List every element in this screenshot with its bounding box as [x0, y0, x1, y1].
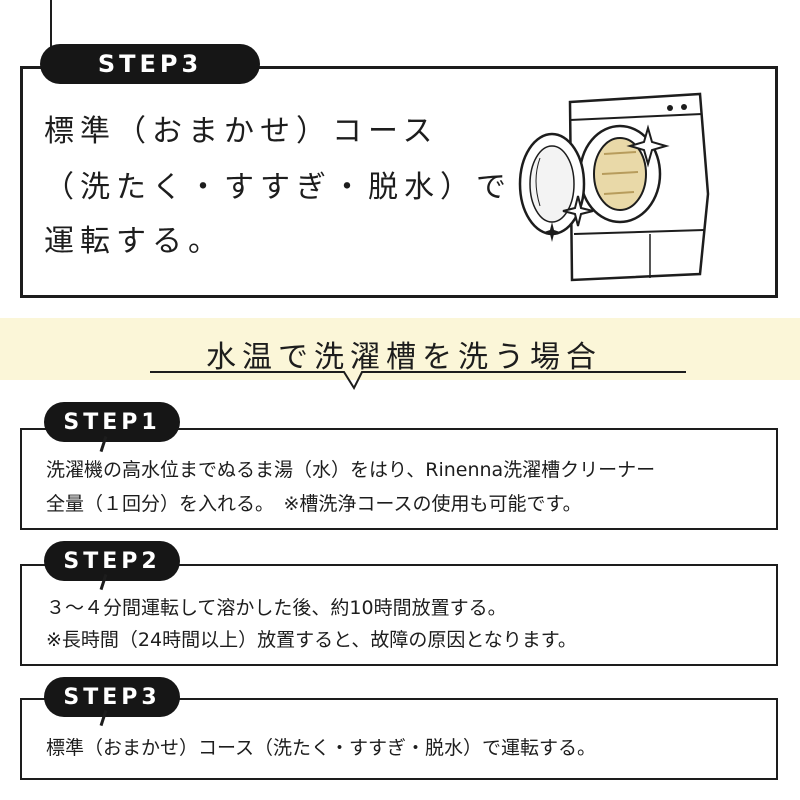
- step2-box: [20, 564, 778, 666]
- step1-box: [20, 428, 778, 530]
- step3-label: STEP3: [44, 677, 180, 717]
- section-title: 水温で洗濯槽を洗う場合: [206, 340, 602, 375]
- top-step-line-3: 運転する。: [44, 224, 224, 259]
- step1-label-text: STEP1: [63, 409, 161, 435]
- section-underline: [150, 371, 686, 391]
- step1-line-2: 全量（１回分）を入れる。 ※槽洗浄コースの使用も可能です。: [46, 493, 582, 515]
- step2-label-text: STEP2: [63, 548, 161, 574]
- step3-label-text: STEP3: [63, 684, 161, 710]
- top-step-label-text: STEP3: [97, 50, 203, 78]
- top-step-line-2: （洗たく・すすぎ・脱水）で: [44, 170, 512, 205]
- top-step-line-1: 標準（おまかせ）コース: [44, 114, 439, 149]
- step1-label: STEP1: [44, 402, 180, 442]
- step1-line-1: 洗濯機の高水位までぬるま湯（水）をはり、Rinenna洗濯槽クリーナー: [46, 459, 656, 481]
- section-band: [0, 318, 800, 380]
- top-step-label: STEP3: [40, 44, 260, 84]
- step2-line-1: ３～４分間運転して溶かした後、約10時間放置する。: [46, 597, 507, 619]
- washing-machine-icon: [518, 92, 710, 282]
- sparkle-icon: [544, 124, 670, 242]
- step2-label: STEP2: [44, 541, 180, 581]
- connector-line: [50, 0, 52, 56]
- step2-line-2: ※長時間（24時間以上）放置すると、故障の原因となります。: [46, 629, 577, 651]
- step3-line-1: 標準（おまかせ）コース（洗たく・すすぎ・脱水）で運転する。: [46, 737, 597, 759]
